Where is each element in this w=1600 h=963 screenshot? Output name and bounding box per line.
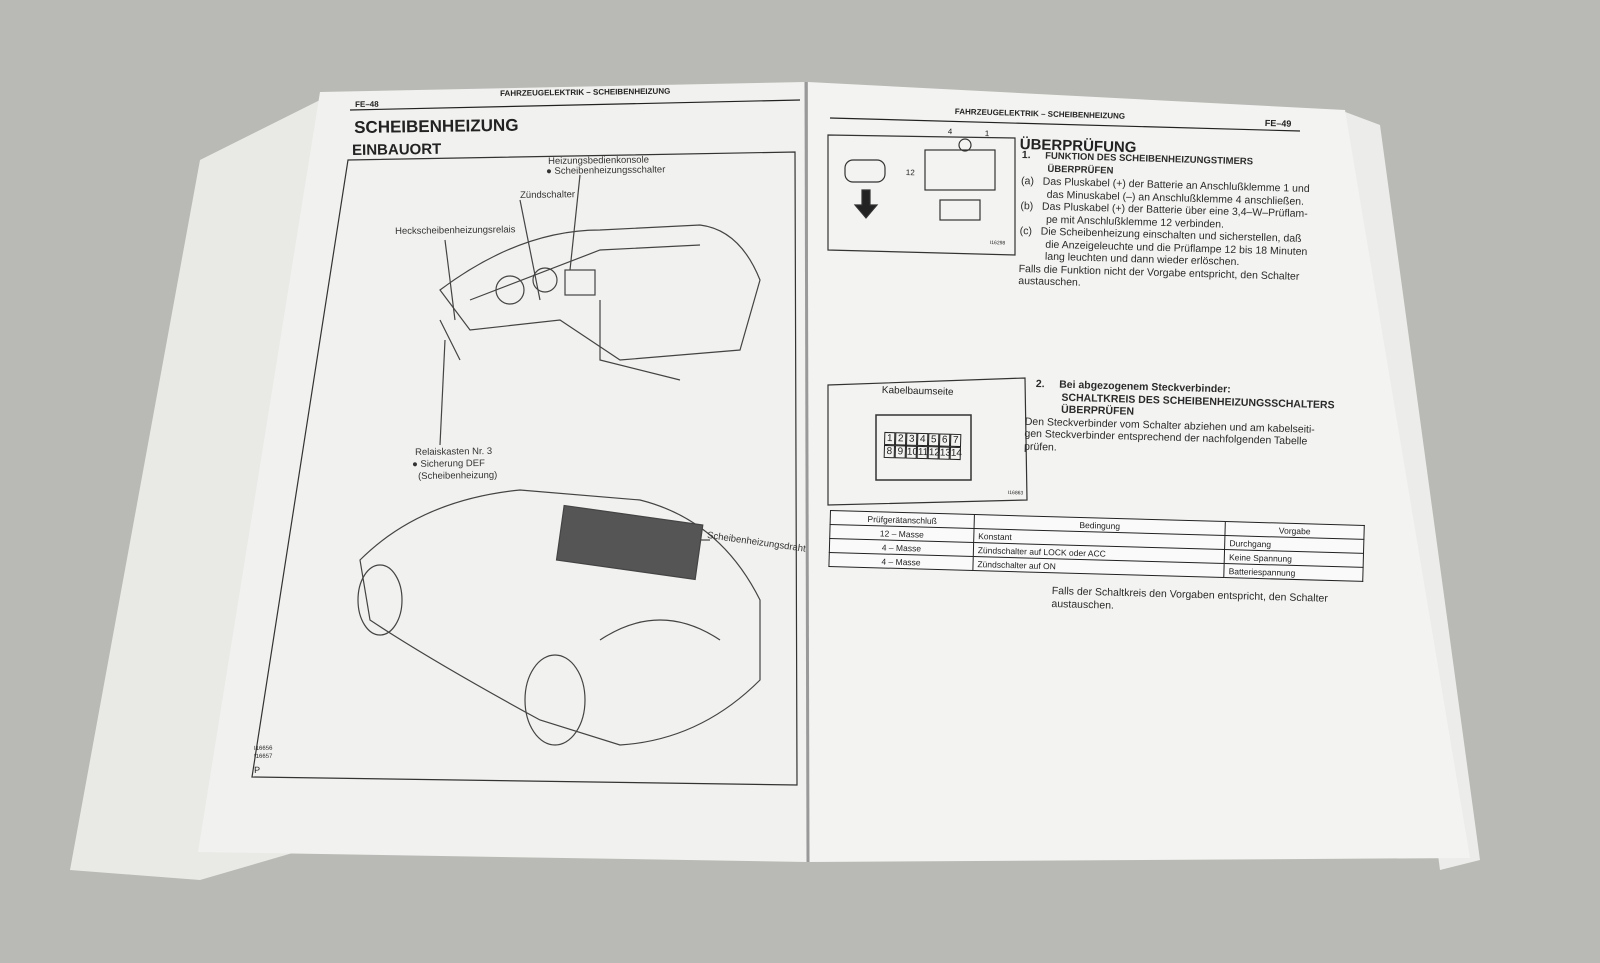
pin: 13	[938, 446, 952, 460]
figure-code: I16656	[254, 745, 273, 752]
pin: 4	[917, 432, 929, 447]
pin: 14	[949, 446, 963, 461]
figure-code: I16657	[254, 753, 273, 760]
connector-body	[875, 414, 972, 481]
label-switch: ● Scheibenheizungsschalter	[546, 164, 666, 177]
timer-diagram-frame	[827, 134, 1016, 256]
left-title: SCHEIBENHEIZUNG	[354, 115, 519, 137]
pin: 1	[884, 431, 896, 446]
step-num: 1.	[1021, 149, 1031, 162]
step-num: 2.	[1035, 378, 1045, 391]
pin: 10	[905, 445, 919, 459]
pin: 6	[938, 433, 951, 447]
right-page	[808, 82, 1470, 862]
label-fuse: ● Sicherung DEF	[412, 457, 485, 470]
pin: 3	[906, 432, 918, 446]
step-1: 1. FUNKTION DES SCHEIBENHEIZUNGSTIMERS Ü…	[1018, 149, 1332, 296]
pin-label: 12	[905, 168, 915, 178]
figure-code: I16298	[989, 240, 1006, 247]
right-page-number: FE–49	[1264, 118, 1292, 129]
pin: 12	[927, 446, 941, 460]
item-mark: (c)	[1019, 224, 1033, 238]
left-page	[198, 82, 808, 862]
pin: 2	[895, 432, 907, 446]
item-mark: (a)	[1020, 174, 1035, 188]
label-relay: Heckscheibenheizungsrelais	[395, 224, 516, 237]
left-figure-frame	[251, 151, 798, 786]
left-page-number: FE–48	[355, 99, 379, 109]
dashboard-illustration	[439, 174, 761, 446]
timer-circuit	[844, 138, 996, 221]
item-mark: (b)	[1020, 199, 1034, 213]
figure-code: P	[254, 764, 261, 775]
pin-label: 4	[947, 127, 953, 137]
left-subtitle: EINBAUORT	[352, 140, 442, 159]
pin: 9	[894, 445, 907, 459]
car-illustration	[357, 489, 761, 746]
pin: 7	[949, 433, 962, 448]
label-relay-box: Relaiskasten Nr. 3	[415, 445, 493, 458]
figure-code: I16863	[1007, 490, 1024, 497]
pin: 5	[927, 433, 940, 447]
connector-title: Kabelbaumseite	[881, 385, 954, 398]
label-fuse-paren: (Scheibenheizung)	[418, 469, 498, 482]
pin: 11	[916, 445, 929, 460]
step-2: 2. Bei abgezogenem Steckverbinder: SCHAL…	[1024, 378, 1335, 461]
pin-label: 1	[984, 129, 990, 139]
label-ignition: Zündschalter	[520, 189, 576, 201]
connector-frame	[827, 377, 1028, 506]
pin: 8	[883, 444, 896, 459]
